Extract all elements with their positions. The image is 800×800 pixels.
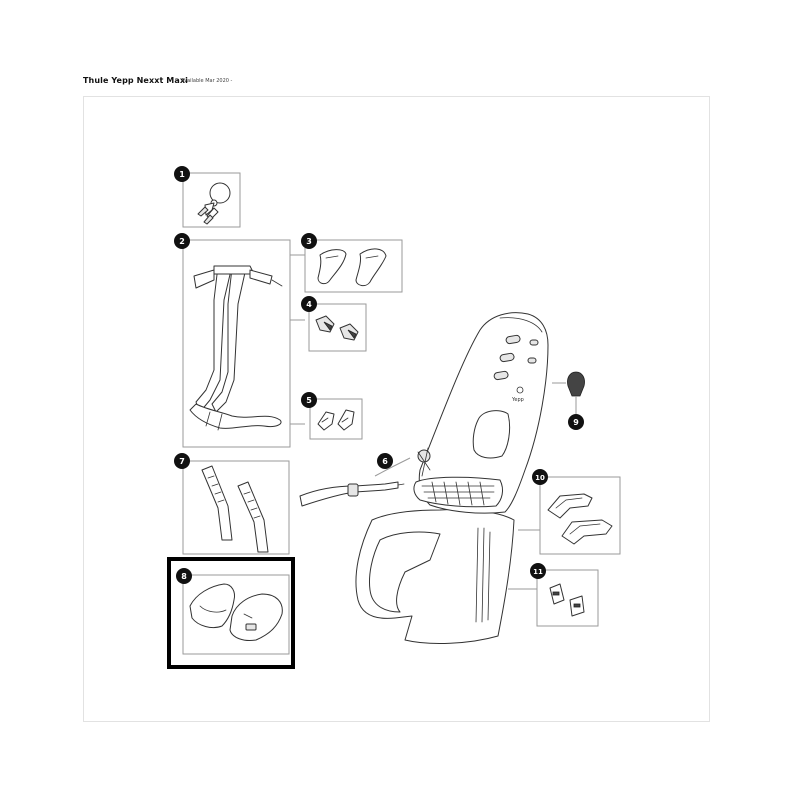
seat-illustration: Yepp: [355, 312, 549, 644]
badge-part-5: 5: [301, 392, 317, 408]
svg-text:6: 6: [382, 457, 388, 466]
badge-part-2: 2: [174, 233, 190, 249]
svg-text:8: 8: [181, 572, 187, 581]
keys-illustration: [197, 182, 231, 225]
page-title: Thule Yepp Nexxt Maxi: [83, 76, 188, 85]
badge-part-10: 10: [532, 469, 548, 485]
part-5-group: [309, 398, 363, 440]
svg-text:11: 11: [533, 568, 543, 576]
highlight-frame-part-8: [167, 557, 295, 669]
part-7-group: [182, 460, 290, 555]
cap-illustration: [567, 371, 585, 414]
svg-text:4: 4: [306, 300, 312, 309]
shoulder-pads-illustration: [317, 248, 387, 287]
strap-adjusters-illustration: [317, 409, 355, 431]
svg-text:9: 9: [573, 418, 579, 427]
part-2-group: [182, 239, 291, 448]
foot-strap-illustration: [299, 481, 405, 507]
svg-text:2: 2: [179, 237, 185, 246]
part-8-group: [167, 557, 295, 669]
badge-part-1: 1: [174, 166, 190, 182]
badge-part-6: 6: [377, 453, 393, 469]
svg-text:1: 1: [179, 170, 185, 179]
badge-part-4: 4: [301, 296, 317, 312]
svg-text:5: 5: [306, 396, 312, 405]
part-4-box: [308, 303, 367, 352]
part-8-box: [182, 574, 290, 655]
part-6-group: [299, 481, 405, 507]
svg-text:3: 3: [306, 237, 312, 246]
part-4-group: [308, 303, 367, 352]
yepp-logo-mark: Yepp: [511, 397, 524, 403]
foot-rests-illustration: [201, 465, 269, 553]
part-3-box: [304, 239, 403, 293]
badge-part-8: 8: [176, 568, 192, 584]
part-3-group: [304, 239, 403, 293]
badge-part-9: 9: [568, 414, 584, 430]
leader-lines: [290, 254, 566, 590]
part-11-group: [536, 569, 599, 627]
buckle-clips-illustration: [315, 315, 359, 341]
part-7-box: [182, 460, 290, 555]
seat-pads-illustration: [189, 583, 283, 641]
part-1-group: [182, 172, 241, 228]
badge-part-7: 7: [174, 453, 190, 469]
adapter-clips-illustration: [549, 583, 585, 617]
part-10-group: [539, 476, 621, 555]
availability-note: Available Mar 2020 -: [181, 78, 233, 84]
mount-brackets-illustration: [547, 493, 613, 545]
harness-illustration: [189, 265, 283, 431]
part-11-box: [536, 569, 599, 627]
part-5-box: [309, 398, 363, 440]
diagram-sheet: [83, 96, 710, 722]
part-9-group: [567, 371, 585, 414]
badge-part-3: 3: [301, 233, 317, 249]
svg-text:7: 7: [179, 457, 185, 466]
svg-text:10: 10: [535, 474, 545, 482]
part-2-box: [182, 239, 291, 448]
badge-part-11: 11: [530, 563, 546, 579]
part-1-box: [182, 172, 241, 228]
part-10-box: [539, 476, 621, 555]
